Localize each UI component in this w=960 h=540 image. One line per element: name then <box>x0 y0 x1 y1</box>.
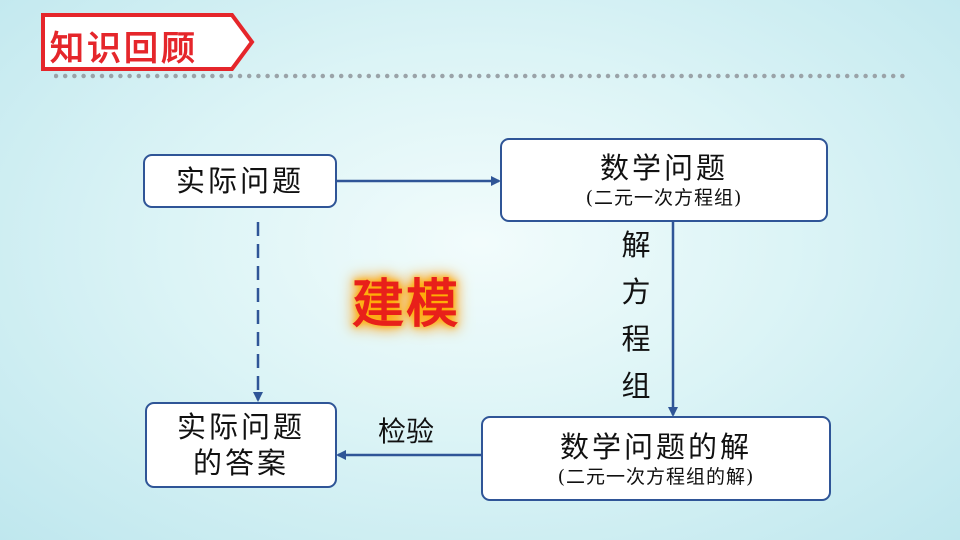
check-label: 检验 <box>378 415 435 448</box>
math-problem-subtitle: (二元一次方程组) <box>585 187 743 209</box>
real-answer-line2: 的答案 <box>192 446 289 480</box>
solve-equations-label: 解 方 程 组 <box>618 222 654 410</box>
box-math-problem: 数学问题 (二元一次方程组) <box>500 138 828 222</box>
solve-char: 组 <box>621 369 651 403</box>
title-tag-outline <box>41 13 255 71</box>
math-problem-title: 数学问题 <box>599 151 728 185</box>
section-title: 知识回顾 <box>50 29 198 69</box>
solve-char: 方 <box>621 275 651 309</box>
solve-char: 解 <box>621 228 651 262</box>
box-real-answer: 实际问题 的答案 <box>145 402 337 488</box>
math-solution-subtitle: (二元一次方程组的解) <box>557 465 755 488</box>
box-math-solution: 数学问题的解 (二元一次方程组的解) <box>481 416 831 501</box>
math-solution-title: 数学问题的解 <box>559 429 752 464</box>
section-title-tag: 知识回顾 <box>40 12 256 72</box>
solve-char: 程 <box>621 322 651 356</box>
modeling-label: 建模 <box>352 275 461 335</box>
real-problem-text: 实际问题 <box>175 164 304 198</box>
box-real-problem: 实际问题 <box>143 154 337 208</box>
real-answer-line1: 实际问题 <box>176 410 305 444</box>
